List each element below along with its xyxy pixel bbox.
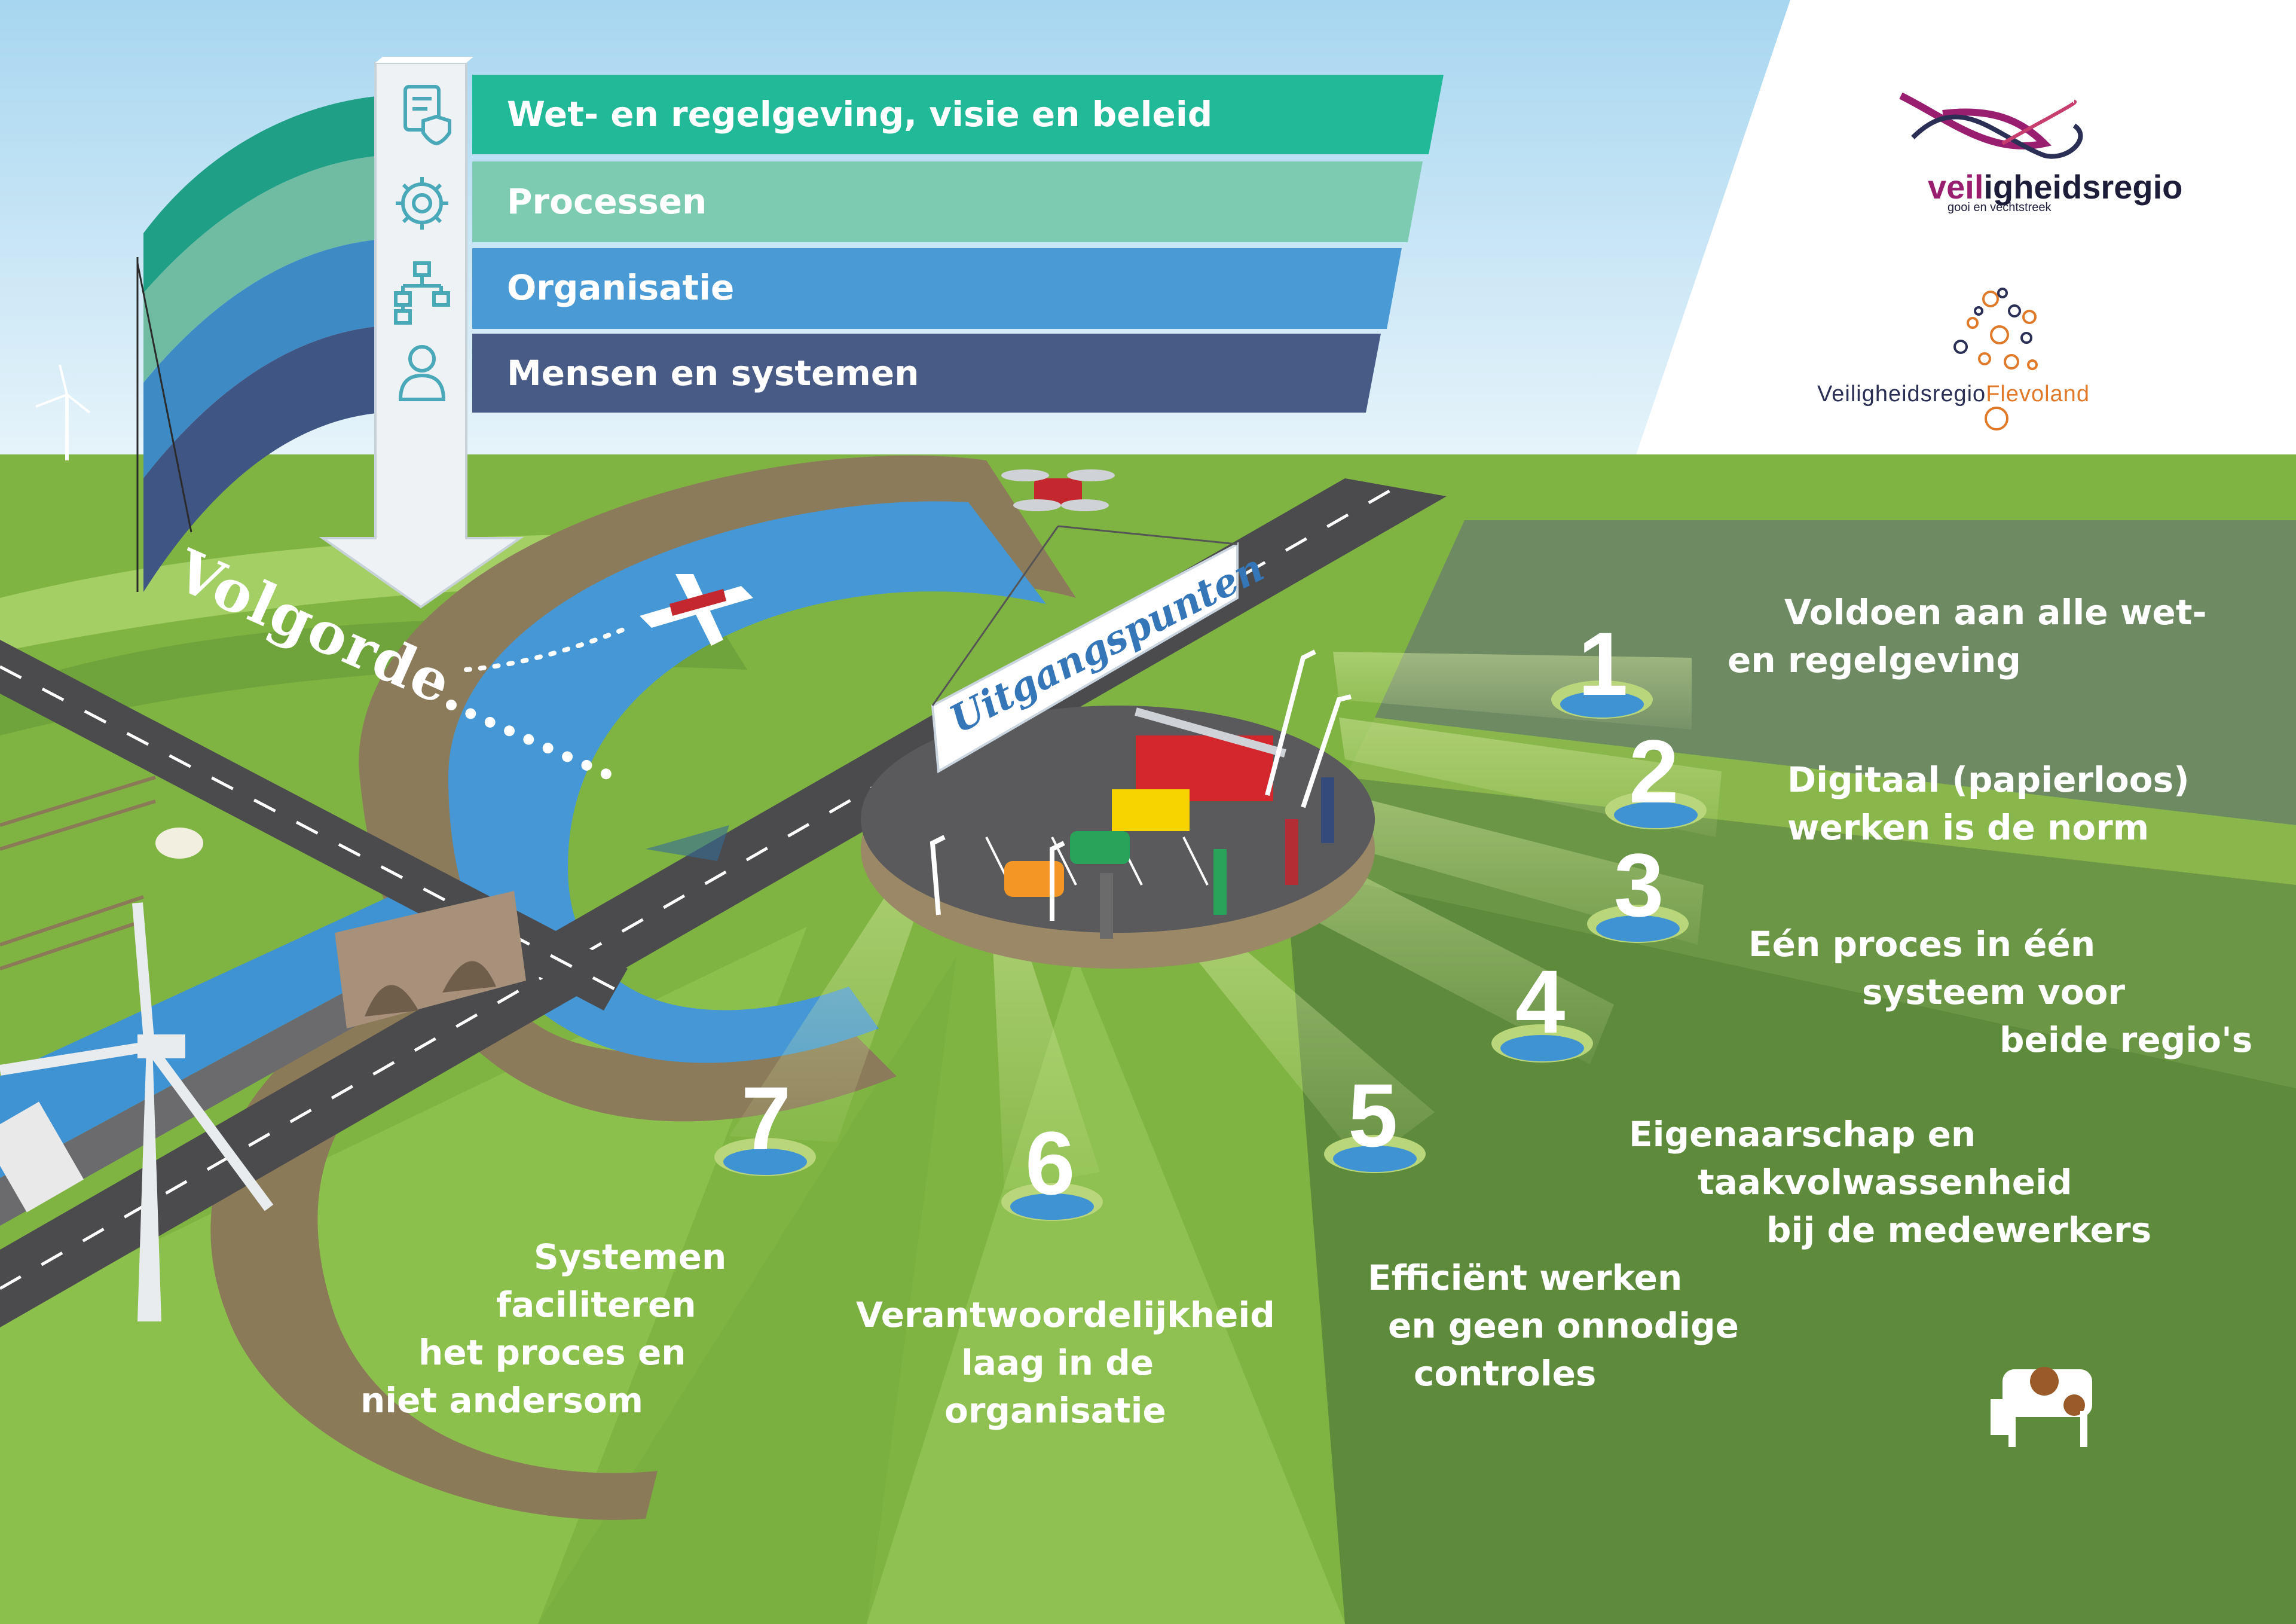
fire-truck-ladder [1135,707,1286,758]
sheep [155,828,203,859]
sign-cable-2 [1057,525,1238,545]
arrow-top [375,57,473,63]
plane [640,574,753,646]
ambulance [1112,789,1190,831]
person-icon [398,345,446,401]
sign-cable-1 [931,526,1059,706]
gooi-logo-subtitle: gooi en vechtstreek [1948,201,2052,214]
field-center-left [538,957,956,1624]
cow [1991,1367,2092,1447]
ribbon-band-1 [143,96,383,293]
band-bg-2 [472,161,1423,242]
lamp-posts [930,649,1352,921]
logo-panel [1614,0,2296,520]
people [1100,777,1334,939]
uitgangspunten-sign [931,542,1239,774]
band-bg-1 [472,75,1444,154]
gear-icon [396,177,448,230]
beam-5 [1190,933,1435,1166]
wind-turbine-large [0,902,274,1321]
drone [1001,469,1115,511]
wind-turbine-distant [35,364,91,460]
main-road [0,478,1447,1327]
bridge-arch-1 [365,985,418,1016]
plane-trail [464,625,630,672]
fence [0,776,156,970]
light-field-center [867,957,1345,1624]
bridge-arch-2 [442,961,496,993]
canal-water [448,501,1046,1063]
orange-car [1004,861,1064,897]
ribbon-band-2 [143,155,383,383]
beam-4 [1315,867,1614,1064]
plane-shadow [646,825,729,861]
dark-field-1 [1375,520,2296,825]
band-bg-4 [472,334,1381,413]
downward-arrow [319,62,524,609]
beam-6 [992,933,1100,1190]
band-bg-3 [472,248,1402,329]
holes [714,680,1707,1221]
flevoland-logo-text: VeiligheidsregioFlevoland [1817,381,2090,407]
ribbon-crease [136,262,192,533]
org-chart-icon [394,261,450,325]
ribbon-band-3 [143,239,383,478]
document-shield-icon [403,85,451,146]
ribbon-band-4 [143,326,383,592]
beam-7 [729,879,927,1142]
police-car [1070,831,1130,864]
gooi-logo-text: veiligheidsregio [1928,168,2183,206]
boat [0,1101,84,1213]
